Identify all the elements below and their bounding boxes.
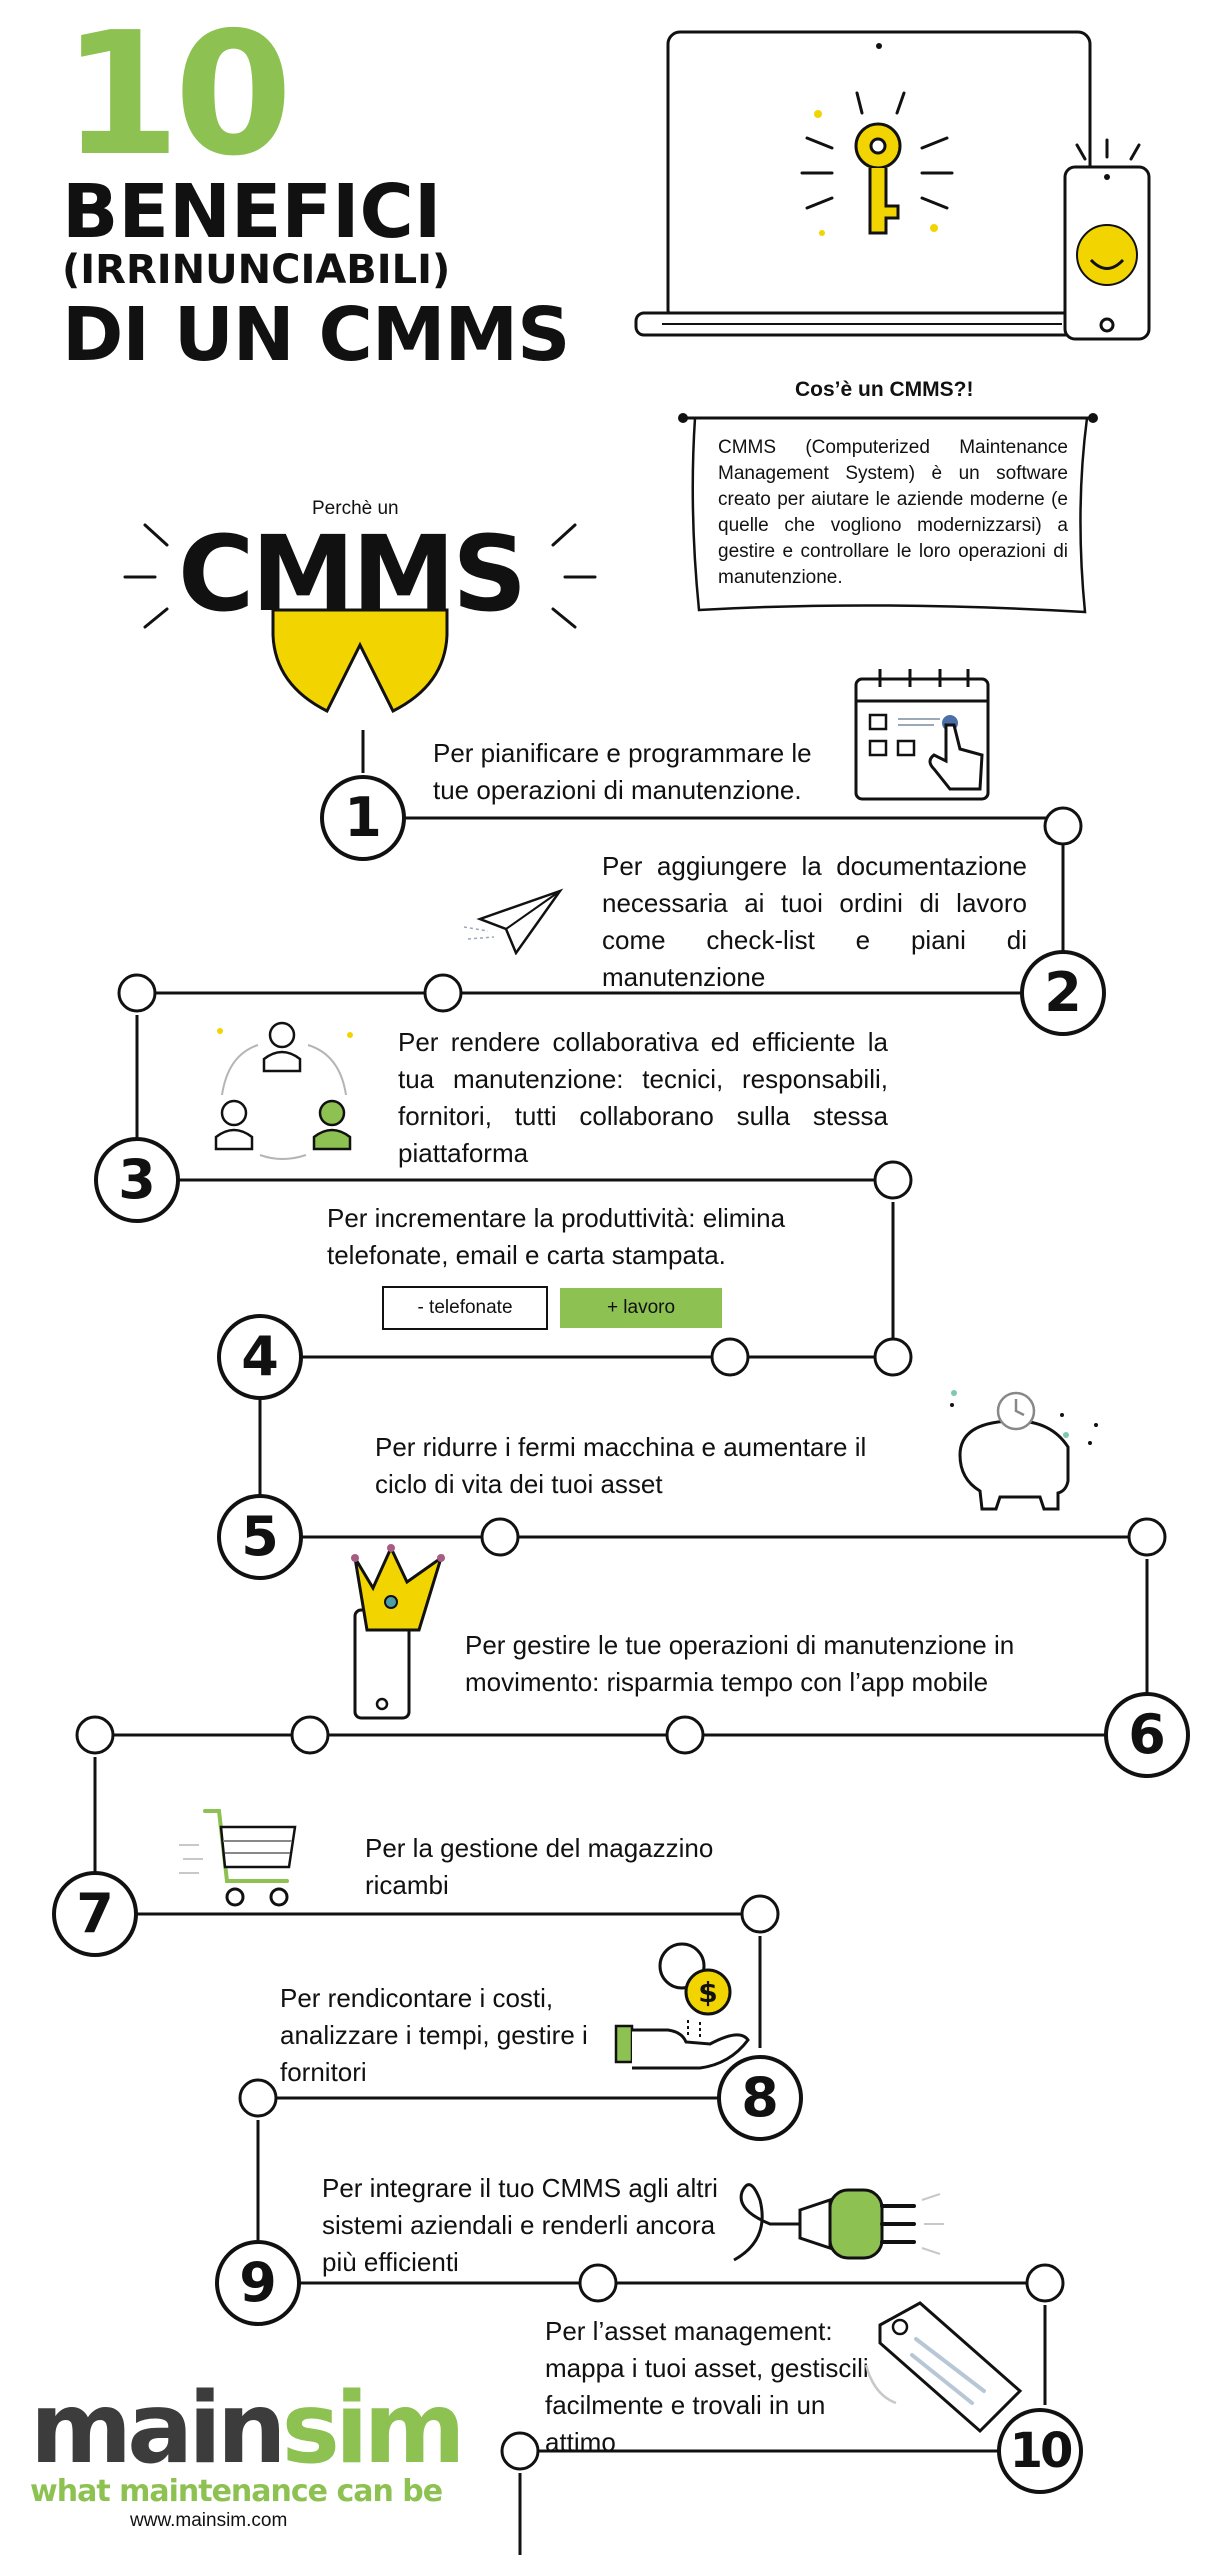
electric-plug-icon xyxy=(733,2183,944,2262)
smartphone-smiley-icon xyxy=(1063,138,1151,341)
step-7-text: Per la gestione del magazzino ricambi xyxy=(365,1833,714,1900)
step-3-number: 3 xyxy=(118,1148,156,1211)
step-1-number: 1 xyxy=(344,786,382,849)
step-1-text: Per pianificare e programmare le tue ope… xyxy=(433,738,812,805)
calendar-touch-icon xyxy=(854,669,990,801)
step-4-text: Per incrementare la produttività: elimin… xyxy=(327,1203,786,1270)
brand-logo: mainsim xyxy=(30,2380,466,2478)
svg-text:$: $ xyxy=(698,1976,717,2009)
brand-name-part1: main xyxy=(30,2372,287,2486)
shopping-cart-icon xyxy=(179,1809,297,1907)
title-line-2: (IRRINUNCIABILI) xyxy=(62,247,451,293)
step-10-text: Per l’asset management: mappa i tuoi ass… xyxy=(545,2316,869,2457)
cmms-badge xyxy=(123,523,597,714)
step-8-text: Per rendicontare i costi, analizzare i t… xyxy=(280,1983,588,2087)
phone-crown-icon xyxy=(351,1544,445,1720)
piggy-bank-clock-icon xyxy=(950,1390,1098,1511)
step-6-text: Per gestire le tue operazioni di manuten… xyxy=(465,1630,1015,1697)
title-line-1: BENEFICI xyxy=(62,169,442,255)
hand-coin-icon: $ xyxy=(614,1942,750,2070)
step-2-number: 2 xyxy=(1044,961,1082,1024)
step-9-number: 9 xyxy=(239,2251,277,2314)
step-7-number: 7 xyxy=(76,1882,114,1945)
note-paper-frame xyxy=(678,413,1098,614)
price-tag-icon xyxy=(864,2301,1023,2434)
brand-tagline: what maintenance can be xyxy=(30,2474,443,2509)
why-cmms-word: CMMS xyxy=(178,513,527,635)
step-10-number: 10 xyxy=(1009,2423,1074,2479)
laptop-key-icon xyxy=(634,30,1092,337)
step-2-text: Per aggiungere la documentazione necessa… xyxy=(602,851,1027,992)
more-work-chip: + lavoro xyxy=(560,1288,722,1328)
brand-name-part2: sim xyxy=(281,2372,466,2486)
what-is-cmms-title: Cos’è un CMMS?! xyxy=(795,378,974,401)
what-is-cmms-text: CMMS (Computerized Maintenance Managemen… xyxy=(718,437,1068,588)
step-8-number: 8 xyxy=(741,2066,779,2129)
collaboration-people-icon xyxy=(214,1021,353,1160)
paper-plane-icon xyxy=(463,888,564,955)
why-cmms-label: Perchè un xyxy=(312,498,399,519)
step-3-text: Per rendere collaborativa ed efficiente … xyxy=(398,1027,888,1168)
step-5-text: Per ridurre i fermi macchina e aumentare… xyxy=(375,1432,867,1499)
step-4-number: 4 xyxy=(241,1325,279,1388)
title-line-3: DI UN CMMS xyxy=(62,292,570,378)
step-9-text: Per integrare il tuo CMMS agli altri sis… xyxy=(322,2173,718,2277)
phone-calls-chip: - telefonate xyxy=(382,1286,548,1330)
brand-website: www.mainsim.com xyxy=(130,2510,288,2531)
step-6-number: 6 xyxy=(1128,1703,1166,1766)
step-5-number: 5 xyxy=(241,1505,279,1568)
title-number: 10 xyxy=(62,0,293,194)
